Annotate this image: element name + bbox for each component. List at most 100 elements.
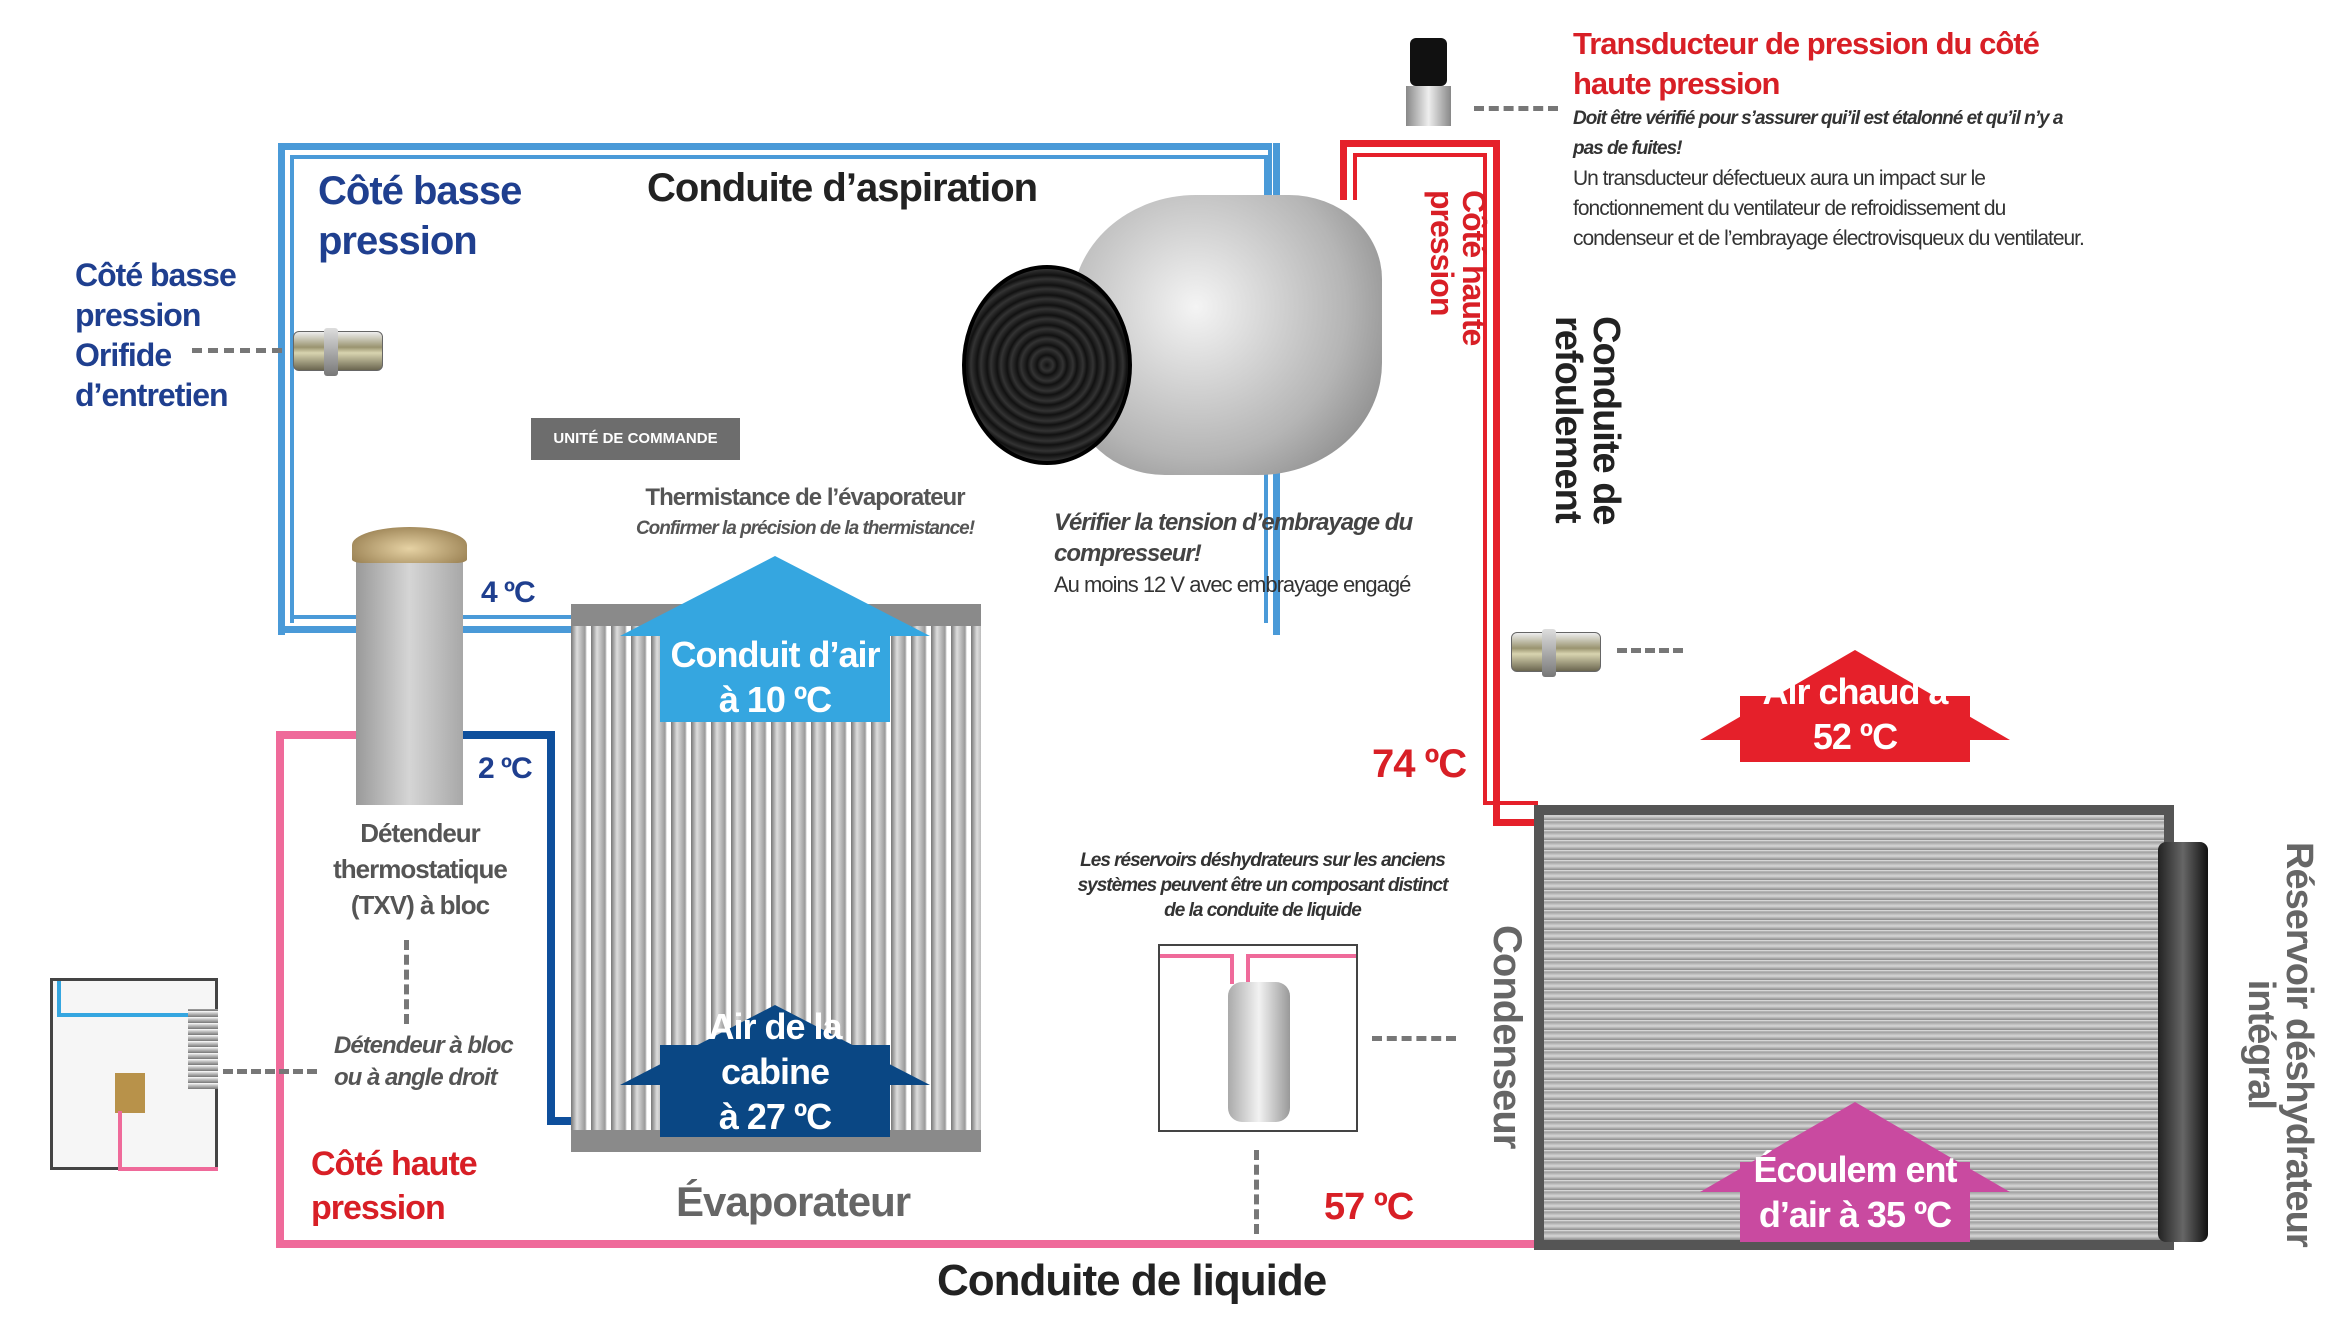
arrow-text: à 10 ºC: [718, 679, 832, 720]
drier-pipe: [1246, 954, 1356, 984]
discharge-line-bottom: [1493, 819, 1538, 826]
receiver-drier-image: [1158, 944, 1358, 1132]
label-line: pression: [75, 297, 201, 333]
thermistor-title: Thermistance de l’évaporateur: [645, 484, 965, 511]
label-line: (TXV) à bloc: [350, 890, 490, 920]
compressor-image: [962, 175, 1392, 505]
transducer-hex: [1406, 86, 1451, 126]
label-line: ou à angle droit: [334, 1064, 498, 1091]
label-line: Côté basse: [318, 169, 522, 213]
low-side-port-leader: [192, 348, 282, 353]
transducer-connector: [1410, 38, 1447, 86]
txv-alt-label: Détendeur à bloc ou à angle droit: [334, 1030, 514, 1094]
discharge-mask: [1340, 200, 1348, 830]
label-line: d’entretien: [75, 377, 229, 413]
label-line: Côté haute: [1456, 190, 1492, 346]
drier-leader-vertical: [1254, 1150, 1259, 1234]
low-side-service-port-icon: [293, 328, 383, 376]
evaporator-label: Évaporateur: [676, 1178, 911, 1225]
integral-drier-tank: [2158, 842, 2208, 1242]
drier-pipe-left: [1160, 954, 1234, 984]
angle-txv-coil: [188, 1009, 218, 1089]
arrow-text: à 27 ºC: [718, 1095, 832, 1137]
temp-57c: 57 ºC: [1324, 1186, 1414, 1228]
clutch-title: compresseur!: [1054, 540, 1202, 567]
expansion-outlet-bottom: [547, 1117, 573, 1125]
high-side-service-port-icon: [1511, 629, 1601, 677]
arrow-text: Conduit d’air: [670, 634, 881, 675]
label-line: Orifide: [75, 337, 172, 373]
label-line: systèmes peuvent être un composant disti…: [1077, 875, 1449, 896]
angle-txv-leader: [223, 1069, 317, 1074]
arrow-text: 52 ºC: [1812, 716, 1898, 757]
label-line: Réservoir déshydrateur: [2278, 842, 2320, 1247]
condenser-airflow-arrow: Écoulem ent d’air à 35 ºC: [1700, 1102, 2010, 1242]
drier-canister: [1228, 982, 1290, 1122]
arrow-text: cabine: [720, 1050, 830, 1092]
high-side-vertical-label: Côté haute pression: [1424, 190, 1492, 346]
arrow-text: Air chaud à: [1762, 671, 1948, 712]
temp-4c: 4 ºC: [481, 576, 536, 609]
suction-line-label: Conduite d’aspiration: [647, 166, 1038, 210]
thermistor-label: Thermistance de l’évaporateur Confirmer …: [600, 484, 1010, 540]
liquid-line-label: Conduite de liquide: [937, 1256, 1327, 1305]
expansion-outlet-line: [463, 731, 555, 1125]
clutch-title: Vérifier la tension d’embrayage du: [1054, 509, 1413, 536]
angle-txv-valve: [115, 1073, 145, 1113]
label-line: pression: [318, 219, 478, 263]
arrow-text: d’air à 35 ºC: [1758, 1194, 1952, 1235]
low-side-service-port-label: Côté basse pression Orifide d’entretien: [75, 255, 237, 415]
label-line: Conduite de: [1585, 316, 1627, 525]
label-line: Détendeur: [360, 818, 481, 848]
compressor-clutch-pulley: [962, 265, 1132, 465]
label-line: pression: [1424, 190, 1460, 316]
clutch-voltage: Au moins 12 V avec embrayage engagé: [1054, 572, 1411, 597]
label-line: de la conduite de liquide: [1164, 900, 1362, 921]
evaporator-outlet-air-arrow: Conduit d’air à 10 ºC: [620, 556, 930, 722]
liquid-line-top: [276, 731, 366, 739]
transducer-note: Transducteur de pression du côté haute p…: [1573, 24, 2085, 254]
transducer-note-line: Un transducteur défectueux aura un impac…: [1573, 167, 1986, 190]
transducer-warning: pas de fuites!: [1573, 138, 1682, 159]
discharge-line-label: Conduite de refoulement: [1547, 316, 1627, 525]
discharge-line-bottom-inner: [1483, 801, 1538, 805]
txv-block: [356, 560, 463, 805]
transducer-title: haute pression: [1573, 66, 1780, 101]
high-side-bottom-label: Côté haute pression: [311, 1142, 478, 1230]
integral-drier-label: Réservoir déshydrateur intégral: [2240, 842, 2320, 1247]
label-line: intégral: [2240, 979, 2282, 1109]
hvac-control-unit-badge: UNITÉ DE COMMANDE CVCA: [531, 418, 740, 489]
label-line: Côté basse: [75, 257, 237, 293]
label-line: refoulement: [1547, 316, 1589, 523]
temp-74c: 74 ºC: [1372, 742, 1467, 786]
drier-note: Les réservoirs déshydrateurs sur les anc…: [1050, 848, 1475, 923]
low-side-label: Côté basse pression: [318, 166, 522, 266]
transducer-note-line: fonctionnement du ventilateur de refroid…: [1573, 197, 2006, 220]
transducer-note-line: condenseur et de l’embrayage électrovisq…: [1573, 227, 2085, 250]
high-side-port-leader: [1617, 648, 1683, 653]
drier-leader: [1372, 1036, 1456, 1041]
label-line: Détendeur à bloc: [334, 1032, 514, 1059]
transducer-title: Transducteur de pression du côté: [1573, 26, 2040, 61]
transducer-warning: Doit être vérifié pour s’assurer qui’il …: [1573, 108, 2063, 129]
txv-leader: [404, 940, 409, 1024]
label-line: Côté haute: [311, 1145, 478, 1183]
txv-label: Détendeur thermostatique (TXV) à bloc: [300, 815, 540, 923]
condenser-label: Condenseur: [1485, 925, 1529, 1149]
temp-2c: 2 ºC: [478, 752, 533, 785]
transducer-leader: [1474, 106, 1558, 111]
cabin-air-arrow: Air de la cabine à 27 ºC: [620, 1005, 930, 1137]
pressure-transducer: [1406, 38, 1451, 143]
label-line: Les réservoirs déshydrateurs sur les anc…: [1080, 850, 1446, 871]
clutch-note: Vérifier la tension d’embrayage du compr…: [1054, 507, 1413, 600]
angle-txv-image: [50, 978, 218, 1171]
angle-txv-pink: [118, 1111, 218, 1171]
arrow-text: Air de la: [708, 1005, 842, 1047]
angle-txv-suction: [57, 981, 207, 1017]
thermistor-note: Confirmer la précision de la thermistanc…: [635, 518, 975, 539]
txv-cap: [352, 527, 467, 563]
discharge-mask2: [1353, 200, 1359, 810]
label-line: thermostatique: [333, 854, 508, 884]
liquid-line: [276, 731, 1538, 1248]
arrow-text: Écoulem ent: [1753, 1149, 1957, 1190]
